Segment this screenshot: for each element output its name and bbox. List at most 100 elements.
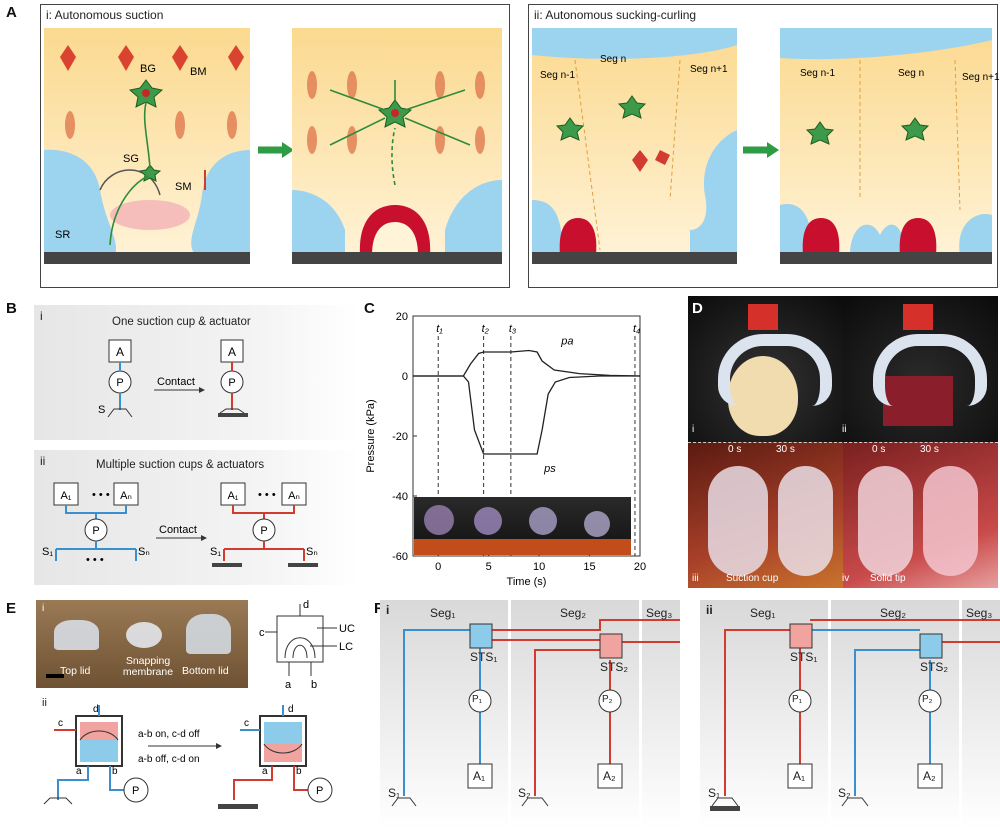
x-tick-label-2: 10	[533, 561, 545, 573]
panel-f-i-tag: i	[386, 603, 390, 617]
ps-label: ps	[543, 463, 556, 475]
a-i-tag-bm: BM	[190, 66, 207, 78]
series-line-ps	[413, 375, 640, 455]
svg-text:d: d	[288, 704, 294, 715]
panel-f-ii-p2: P₂	[922, 694, 933, 705]
svg-text:b: b	[296, 766, 302, 777]
svg-text:UC: UC	[339, 623, 355, 635]
panel-f-ii-tag: ii	[706, 603, 713, 617]
panel-e-bottom-lid: Bottom lid	[182, 665, 229, 677]
svg-text:c: c	[244, 718, 249, 729]
a-i-scene-2	[292, 28, 502, 264]
panel-e-ii-tag: ii	[42, 697, 47, 709]
panel-b-i-title: One suction cup & actuator	[112, 316, 251, 328]
panel-f-i-s1: S₁	[388, 786, 401, 800]
svg-text:P: P	[92, 525, 99, 537]
panel-a-i-title: i: Autonomous suction	[46, 8, 164, 22]
a-i-tag-sg: SG	[123, 153, 139, 165]
panel-f-ii-sts2: STS₂	[920, 660, 948, 674]
svg-text:A₁: A₁	[60, 490, 71, 502]
a-i-scene-1: BG BM SG SM SR	[44, 28, 250, 264]
svg-text:Seg n: Seg n	[600, 54, 626, 65]
marker-label-1: t₂	[482, 323, 490, 335]
svg-text:S₁: S₁	[210, 546, 221, 558]
panel-d-time-end-1: 30 s	[776, 444, 795, 455]
a-i-tag-sr: SR	[55, 229, 70, 241]
svg-text:Seg n-1: Seg n-1	[800, 68, 835, 79]
panel-a-label: A	[6, 4, 17, 21]
svg-text:a-b off, c-d on: a-b off, c-d on	[138, 754, 200, 765]
svg-text:d: d	[303, 599, 309, 611]
panel-c-inset-photo	[414, 497, 631, 555]
marker-label-2: t₃	[509, 323, 517, 335]
panel-f-ii-seg2: Seg₂	[880, 606, 907, 620]
panel-f-ii-seg3: Seg₃	[966, 606, 993, 620]
panel-f-ii-p1: P₁	[792, 694, 803, 705]
panel-d-time-end-2: 30 s	[920, 444, 939, 455]
panel-e-label: E	[6, 600, 17, 617]
svg-text:Seg n+1: Seg n+1	[690, 64, 728, 75]
panel-d-tag-iv: iv	[842, 573, 850, 584]
svg-text:Contact: Contact	[157, 376, 195, 388]
panel-f-ii-s2: S₂	[838, 786, 851, 800]
svg-text:Sₙ: Sₙ	[306, 546, 318, 558]
svg-text:• • •: • • •	[258, 489, 276, 501]
y-tick-label-1: 0	[402, 371, 408, 383]
svg-text:P: P	[260, 525, 267, 537]
svg-text:Seg n+1: Seg n+1	[962, 72, 1000, 83]
panel-d-suction-cup-label: Suction cup	[726, 573, 779, 584]
panel-f-i-s2: S₂	[518, 786, 531, 800]
panel-f-ii-a2: A₂	[923, 769, 936, 783]
svg-text:S: S	[98, 404, 105, 416]
svg-text:a: a	[285, 679, 292, 691]
svg-text:P: P	[228, 377, 235, 389]
y-tick-label-3: -40	[392, 491, 408, 503]
a-i-tag-bg: BG	[140, 63, 156, 75]
panel-d-tag-i: i	[692, 424, 695, 435]
svg-text:Contact: Contact	[159, 524, 197, 536]
panel-b-i-tag: i	[40, 309, 43, 323]
x-tick-label-4: 20	[634, 561, 646, 573]
panel-b-ii-tag: ii	[40, 454, 46, 468]
svg-text:A₁: A₁	[227, 490, 238, 502]
panel-d-label: D	[692, 300, 703, 317]
panel-f-i-sts2: STS₂	[600, 660, 628, 674]
panel-a-ii-title: ii: Autonomous sucking-curling	[534, 8, 697, 22]
svg-text:b: b	[311, 679, 317, 691]
svg-text:a: a	[262, 766, 268, 777]
panel-b-i-bg	[34, 305, 359, 440]
svg-text:S₁: S₁	[42, 546, 53, 558]
svg-text:A: A	[228, 345, 236, 359]
svg-text:P: P	[316, 785, 323, 797]
panel-f-diagram	[380, 600, 1000, 829]
panel-f-ii-seg1: Seg₁	[750, 606, 776, 620]
a-ii-scene-1: Seg n-1 Seg n Seg n+1	[532, 28, 737, 264]
panel-d-time-start-2: 0 s	[872, 444, 886, 455]
a-ii-scene-2: Seg n-1 Seg n Seg n+1	[780, 28, 1000, 264]
panel-f-ii-a1: A₁	[793, 769, 806, 783]
x-axis-label: Time (s)	[507, 576, 547, 588]
svg-text:• • •: • • •	[86, 554, 104, 566]
svg-text:P: P	[116, 377, 123, 389]
svg-text:a-b on, c-d off: a-b on, c-d off	[138, 729, 200, 740]
panel-f-i-a2: A₂	[603, 769, 616, 783]
svg-text:Aₙ: Aₙ	[288, 490, 300, 502]
panel-f-i-a1: A₁	[473, 769, 486, 783]
svg-text:Seg n-1: Seg n-1	[540, 70, 575, 81]
y-tick-label-2: -20	[392, 431, 408, 443]
panel-f-ii-sts1: STS₁	[790, 650, 818, 664]
x-tick-label-1: 5	[486, 561, 492, 573]
panel-b-label: B	[6, 300, 17, 317]
svg-text:b: b	[112, 766, 118, 777]
y-tick-label-4: -60	[392, 551, 408, 563]
panel-f-label: F	[374, 600, 384, 617]
panel-d-time-start-1: 0 s	[728, 444, 742, 455]
y-tick-label-0: 20	[396, 311, 408, 323]
x-tick-label-0: 0	[435, 561, 441, 573]
panel-b-ii-title: Multiple suction cups & actuators	[96, 459, 265, 471]
panel-f-i-seg2: Seg₂	[560, 606, 587, 620]
marker-label-0: t₁	[436, 323, 443, 335]
panel-f-i-p1: P₁	[472, 694, 483, 705]
